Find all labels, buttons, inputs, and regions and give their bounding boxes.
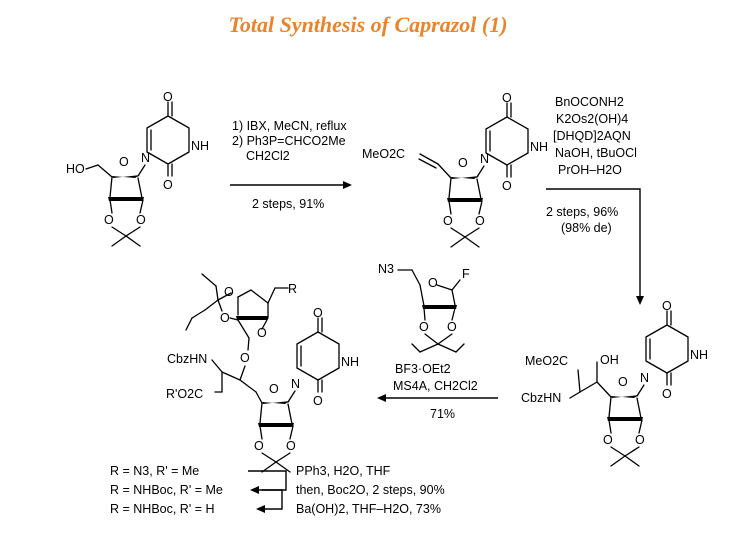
step2-condition: NaOH, tBuOCl [555, 146, 637, 160]
product-label: R = NHBoc, R' = H [110, 502, 215, 516]
atom-label: O [458, 156, 468, 170]
step3-condition: BF3·OEt2 [395, 362, 451, 376]
atom-label: O [240, 351, 250, 365]
atom-label: O [502, 179, 512, 193]
atom-label: O [220, 311, 230, 325]
atom-label: N [480, 152, 489, 166]
step4-condition: Ba(OH)2, THF–H2O, 73% [296, 502, 441, 516]
step4-condition: PPh3, H2O, THF [296, 464, 391, 478]
atom-label: NH [191, 139, 209, 153]
atom-label: O [254, 439, 264, 453]
atom-label: O [603, 433, 613, 447]
step2-condition: K2Os2(OH)4 [556, 112, 628, 126]
step1-condition: 2) Ph3P=CHCO2Me [232, 134, 346, 148]
atom-label: NH [690, 348, 708, 362]
atom-label: O [269, 382, 279, 396]
step1-condition: 1) IBX, MeCN, reflux [232, 119, 347, 133]
atom-label: R [288, 282, 297, 296]
product-label: R = N3, R' = Me [110, 464, 199, 478]
atom-label: N [141, 151, 150, 165]
step3-condition: MS4A, CH2Cl2 [393, 379, 478, 393]
step2-condition: [DHQD]2AQN [553, 129, 631, 143]
step2-condition: PrOH–H2O [558, 163, 622, 177]
atom-label: CbzHN [167, 352, 207, 366]
atom-label: OH [600, 353, 619, 367]
atom-label: N [291, 377, 300, 391]
atom-label: O [662, 299, 672, 313]
enoate-structure: O NH O N O MeO2C O O [362, 91, 548, 248]
step2-condition: BnOCONH2 [555, 95, 624, 109]
atom-label: O [662, 387, 672, 401]
product-list: R = N3, R' = Me R = NHBoc, R' = Me R = N… [110, 464, 445, 516]
step3-yield: 71% [430, 407, 455, 421]
atom-label: F [462, 267, 470, 281]
atom-label: O [419, 320, 429, 334]
reaction-step-1: 1) IBX, MeCN, reflux 2) Ph3P=CHCO2Me CH2… [230, 119, 352, 211]
atom-label: O [313, 394, 323, 408]
atom-label: O [136, 213, 146, 227]
step4-condition: then, Boc2O, 2 steps, 90% [296, 483, 445, 497]
step1-yield: 2 steps, 91% [252, 197, 324, 211]
step2-yield: (98% de) [561, 221, 612, 235]
atom-label: O [163, 178, 173, 192]
coupled-product-structure: O O R O O CbzHN R'O2C O NH O N [166, 273, 359, 473]
product-label: R = NHBoc, R' = Me [110, 483, 223, 497]
fluorosugar-structure: N3 O F O O [378, 262, 470, 353]
atom-label: R'O2C [166, 387, 203, 401]
atom-label: O [104, 213, 114, 227]
reaction-step-2: BnOCONH2 K2Os2(OH)4 [DHQD]2AQN NaOH, tBu… [546, 95, 644, 305]
atom-label: N [640, 371, 649, 385]
atom-label: O [428, 276, 438, 290]
aminoalcohol-structure: O NH O N O OH MeO2C CbzHN O O [521, 299, 708, 467]
atom-label: O [119, 155, 129, 169]
atom-label: O [163, 90, 173, 104]
atom-label: O [502, 91, 512, 105]
step2-yield: 2 steps, 96% [546, 205, 618, 219]
atom-label: O [618, 375, 628, 389]
reaction-step-3: BF3·OEt2 MS4A, CH2Cl2 71% [377, 362, 498, 421]
atom-label: O [313, 306, 323, 320]
page-title: Total Synthesis of Caprazol (1) [228, 12, 508, 37]
step1-condition: CH2Cl2 [246, 149, 290, 163]
atom-label: NH [530, 140, 548, 154]
atom-label: O [475, 214, 485, 228]
atom-label: NH [341, 355, 359, 369]
atom-label: O [224, 285, 234, 299]
atom-label: HO [66, 162, 85, 176]
atom-label: O [257, 326, 267, 340]
atom-label: O [286, 439, 296, 453]
atom-label: O [443, 214, 453, 228]
atom-label: CbzHN [521, 391, 561, 405]
atom-label: MeO2C [525, 354, 568, 368]
atom-label: N3 [378, 262, 394, 276]
atom-label: O [447, 320, 457, 334]
atom-label: MeO2C [362, 147, 405, 161]
starting-material-structure: O NH O N HO O O O [66, 90, 209, 247]
atom-label: O [635, 433, 645, 447]
